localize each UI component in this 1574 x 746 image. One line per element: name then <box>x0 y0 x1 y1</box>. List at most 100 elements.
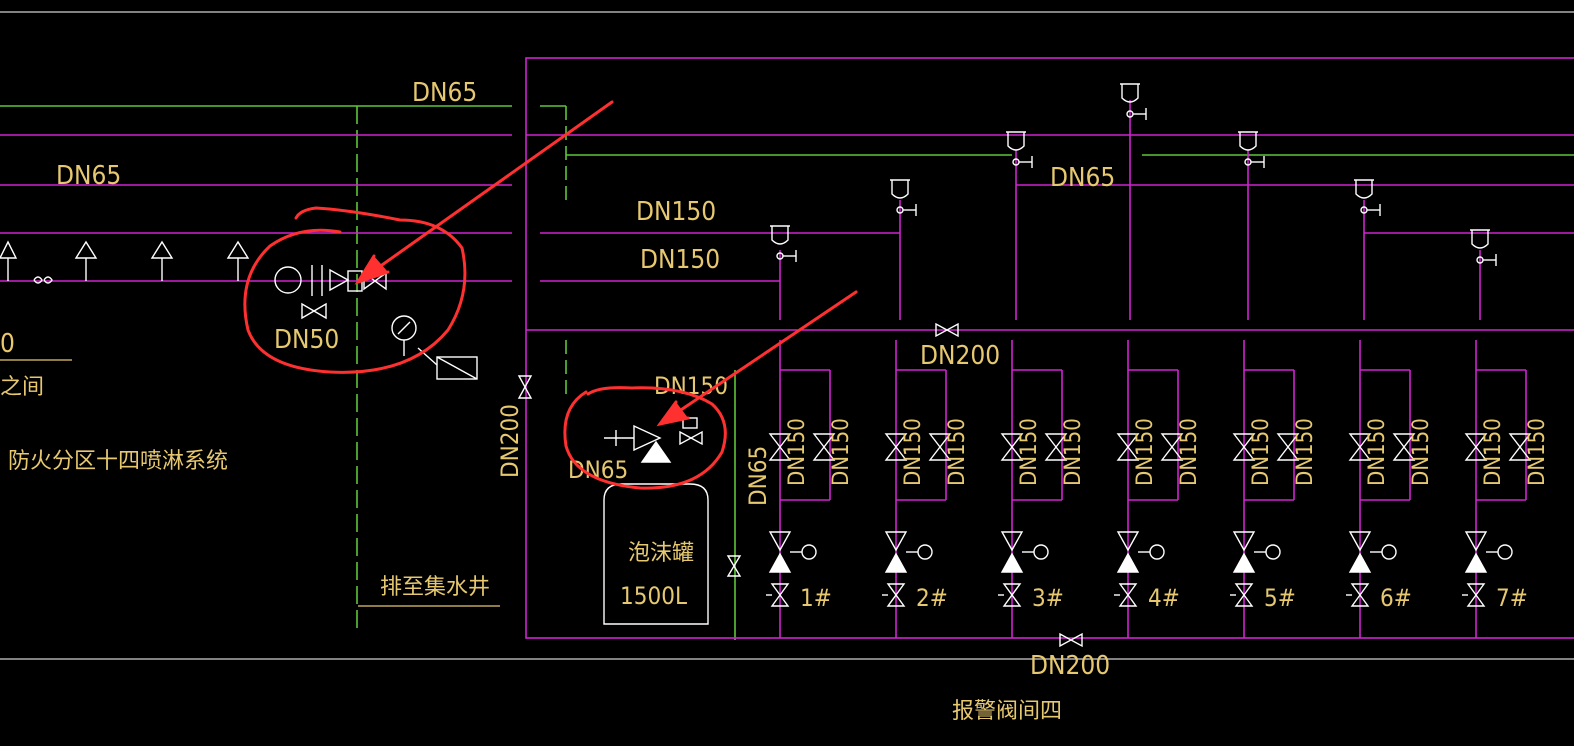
alarm-valve-icon <box>1116 531 1140 552</box>
gate-valve-icon <box>770 583 790 607</box>
unit-id-label: 6# <box>1380 584 1412 612</box>
sprinkler-heads-left <box>0 240 250 284</box>
gate-valve-icon <box>1466 583 1486 607</box>
vent-valve-icon <box>1470 229 1497 266</box>
gate-valve-icon <box>886 583 906 607</box>
vent-valve-icon <box>1120 83 1147 120</box>
label-dn150-b: DN150 <box>640 245 720 275</box>
label-left-system: 防火分区十四喷淋系统 <box>8 449 228 474</box>
label-dn150-a: DN150 <box>636 197 716 227</box>
gate-valve-icon <box>301 302 327 320</box>
gate-valve-icon <box>1059 632 1083 648</box>
main-line-valves <box>517 322 1083 648</box>
alarm-box-icon <box>436 356 478 380</box>
vent-valve-icon <box>1238 131 1265 168</box>
vent-valves <box>770 83 1497 266</box>
alarm-valve-icon <box>1348 531 1372 552</box>
markup-circle-left <box>243 206 467 374</box>
gate-valve-icon <box>812 433 836 461</box>
markup-circle-right <box>563 386 727 490</box>
alarm-valve-icon <box>1464 531 1488 552</box>
label-dn50: DN50 <box>274 325 339 355</box>
label-dn200-vert: DN200 <box>496 404 524 478</box>
gate-valve-icon <box>517 375 533 399</box>
vent-valve-icon <box>890 179 917 216</box>
gate-valve-icon <box>1118 583 1138 607</box>
vent-valve-icon <box>1354 179 1381 216</box>
alarm-valve-unit: DN150 DN150 1# <box>766 340 854 638</box>
pump-icon <box>274 266 302 294</box>
gate-valve-icon <box>1044 433 1068 461</box>
gate-valve-icon <box>1464 433 1488 461</box>
gate-valve-icon <box>1348 433 1372 461</box>
markup-arrow-left <box>356 100 614 284</box>
pipe-labels: DN65 DN65 DN65 DN150 DN150 DN50 DN200 DN… <box>0 78 1115 724</box>
unit-id-label: 2# <box>916 584 948 612</box>
label-room: 报警阀间四 <box>952 699 1062 724</box>
foam-valve-cluster <box>603 417 709 625</box>
unit-dn-label-b: DN150 <box>829 418 854 486</box>
unit-dn-label-a: DN150 <box>1365 418 1390 486</box>
unit-dn-label-b: DN150 <box>1177 418 1202 486</box>
unit-dn-label-b: DN150 <box>1293 418 1318 486</box>
label-dn65-v2: DN65 <box>744 446 772 506</box>
gate-valve-icon <box>679 430 703 446</box>
gate-valve-icon <box>1160 433 1184 461</box>
unit-id-label: 7# <box>1496 584 1528 612</box>
label-dn65-right: DN65 <box>1050 163 1115 193</box>
alarm-valve-unit: DN150 DN150 5# <box>1230 340 1318 638</box>
label-dn200-mid: DN200 <box>920 341 1000 371</box>
gate-valve-icon <box>935 322 959 338</box>
vent-valve-icon <box>770 225 797 262</box>
gate-valve-icon <box>1002 583 1022 607</box>
gate-valve-icon <box>1000 433 1024 461</box>
alarm-valve-unit: DN150 DN150 7# <box>1462 340 1550 638</box>
alarm-valve-icon <box>1232 531 1256 552</box>
gate-valve-icon <box>884 433 908 461</box>
unit-dn-label-b: DN150 <box>1525 418 1550 486</box>
magenta-pipes <box>0 57 1574 639</box>
left-valve-cluster <box>274 265 478 380</box>
label-underlines <box>0 359 500 607</box>
gate-valve-icon <box>1116 433 1140 461</box>
unit-dn-label-a: DN150 <box>1249 418 1274 486</box>
gate-valve-icon <box>1350 583 1370 607</box>
unit-dn-label-a: DN150 <box>785 418 810 486</box>
foam-tank-icon <box>603 483 709 625</box>
unit-id-label: 5# <box>1264 584 1296 612</box>
unit-dn-label-a: DN150 <box>1017 418 1042 486</box>
alarm-valve-icon <box>884 531 908 552</box>
label-left-zero: 0 <box>0 329 15 359</box>
label-tank-name: 泡沫罐 <box>628 541 694 566</box>
gate-valve-icon <box>768 433 792 461</box>
unit-dn-label-b: DN150 <box>1409 418 1434 486</box>
label-dn65-left: DN65 <box>56 161 121 191</box>
drawing-frame <box>0 11 1574 660</box>
alarm-valve-icon <box>1000 531 1024 552</box>
vent-valve-icon <box>1006 131 1033 168</box>
unit-id-label: 1# <box>800 584 832 612</box>
gate-valve-icon <box>1232 433 1256 461</box>
unit-dn-label-a: DN150 <box>901 418 926 486</box>
markup-arrow-right <box>658 290 858 426</box>
gate-valve-icon <box>1234 583 1254 607</box>
unit-dn-label-b: DN150 <box>1061 418 1086 486</box>
label-dn200-bottom: DN200 <box>1030 651 1110 681</box>
unit-dn-label-b: DN150 <box>945 418 970 486</box>
label-left-room: 之间 <box>0 375 44 400</box>
alarm-valve-unit: DN150 DN150 2# <box>882 340 970 638</box>
gate-valve-icon <box>726 555 742 577</box>
unit-id-label: 4# <box>1148 584 1180 612</box>
alarm-valve-unit: DN150 DN150 6# <box>1346 340 1434 638</box>
label-dn65-top: DN65 <box>412 78 477 108</box>
unit-dn-label-a: DN150 <box>1481 418 1506 486</box>
gate-valve-icon <box>1392 433 1416 461</box>
gate-valve-icon <box>1508 433 1532 461</box>
label-drain: 排至集水井 <box>380 575 490 600</box>
gate-valve-icon <box>1276 433 1300 461</box>
gate-valve-icon <box>928 433 952 461</box>
